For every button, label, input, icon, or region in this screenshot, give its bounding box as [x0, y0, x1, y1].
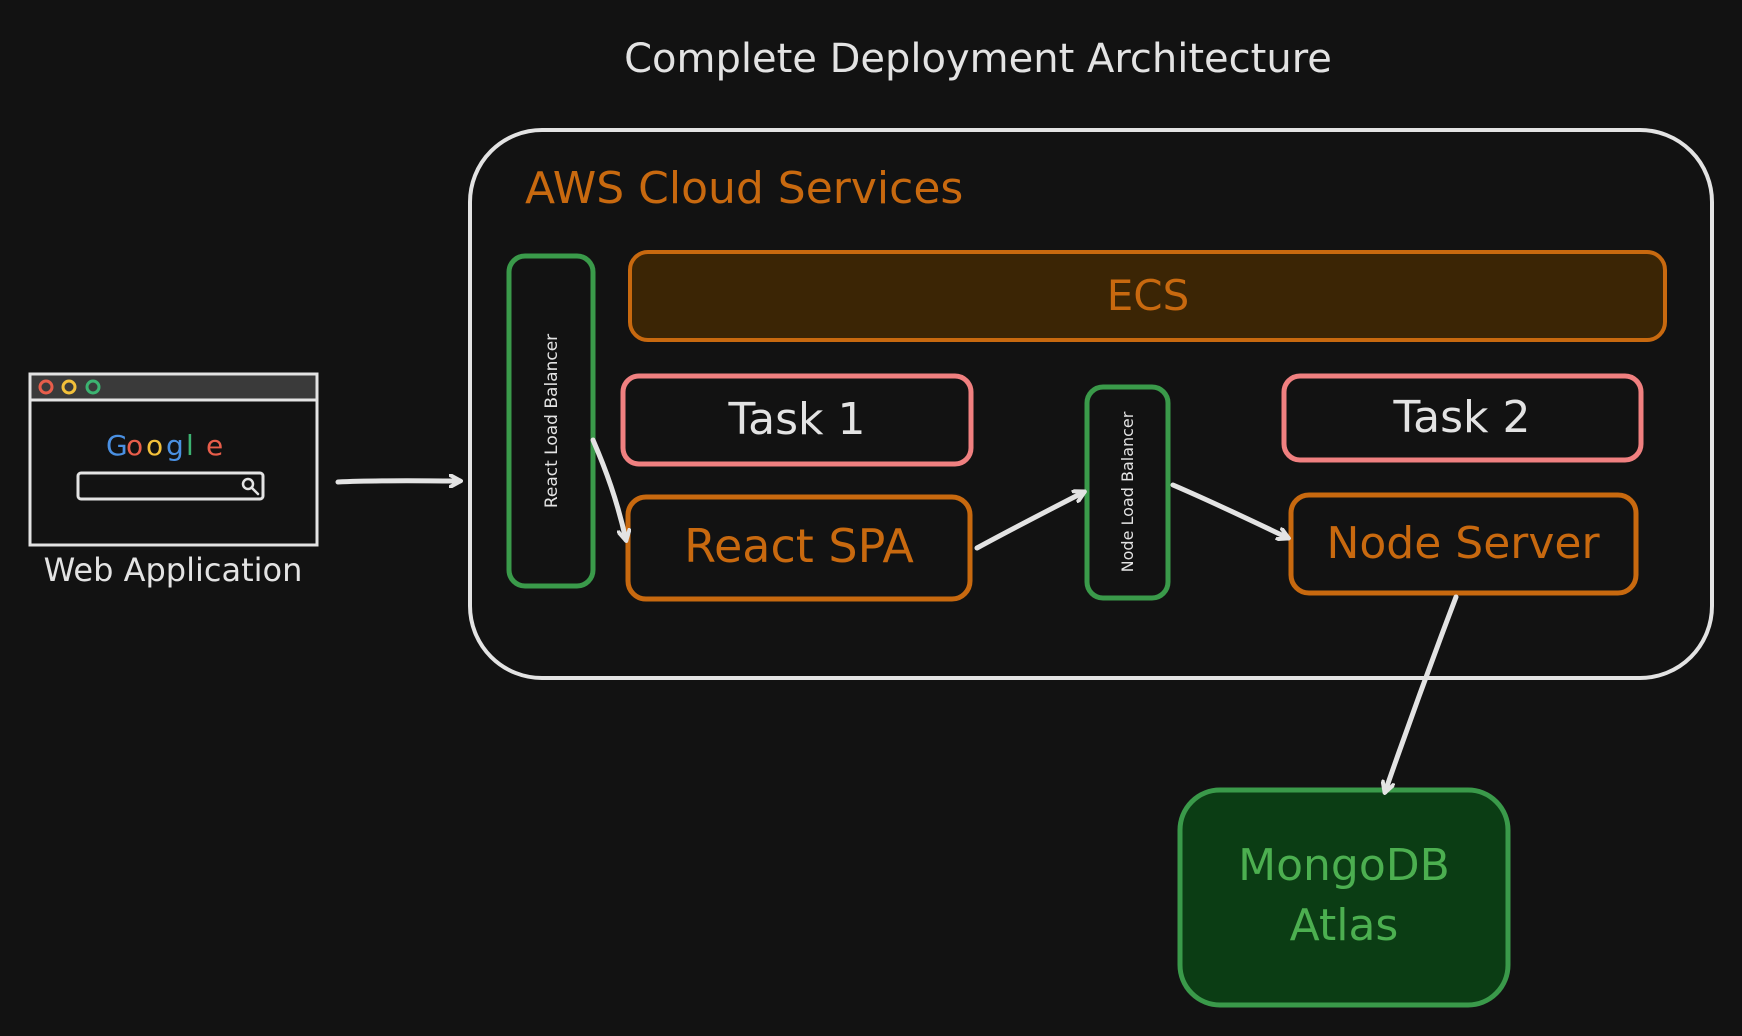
task-2-box — [1281, 373, 1644, 463]
ecs-box — [628, 250, 1667, 342]
mongodb-atlas-box — [1177, 787, 1511, 1008]
browser-close-dot — [38, 379, 54, 395]
google-logo-letter: g — [166, 429, 184, 462]
google-logo-letter: G — [106, 429, 128, 462]
aws-cloud-title: AWS Cloud Services — [525, 163, 963, 214]
google-logo-letter: e — [206, 429, 223, 462]
node-load-balancer-label: Node Load Balancer — [1118, 411, 1137, 572]
node-load-balancer-box — [1084, 384, 1171, 601]
task-1-label: Task 1 — [728, 394, 866, 445]
browser-minimize-dot — [61, 379, 77, 395]
aws-cloud-border — [468, 128, 1714, 680]
ecs-node: ECS — [628, 250, 1667, 342]
task-2-label: Task 2 — [1393, 392, 1531, 443]
diagram-title: Complete Deployment Architecture — [624, 36, 1332, 82]
web-application-label: Web Application — [44, 551, 303, 589]
ecs-label: ECS — [1107, 271, 1190, 320]
google-logo-letter: l — [186, 429, 194, 462]
node-server-label: Node Server — [1326, 518, 1600, 569]
task-1-box — [620, 373, 974, 467]
arrow-web-to-aws — [335, 481, 460, 482]
node-server-box — [1288, 492, 1639, 596]
arrow-node-server-to-mongodb — [1385, 594, 1459, 792]
search-icon — [241, 477, 260, 496]
task-2-node: Task 2 — [1281, 373, 1644, 463]
react-spa-box — [625, 494, 973, 602]
google-logo-letter: o — [126, 429, 143, 462]
node-load-balancer-node: Node Load Balancer — [1084, 384, 1171, 601]
react-spa-label: React SPA — [684, 519, 914, 573]
task-1-node: Task 1 — [620, 373, 974, 467]
react-load-balancer-node: React Load Balancer — [506, 253, 596, 589]
node-server-node: Node Server — [1288, 492, 1639, 596]
browser-title-bar — [28, 372, 319, 402]
browser-search-box — [76, 471, 265, 501]
arrow-react-lb-to-react-spa — [590, 437, 626, 540]
arrow-react-spa-to-node-lb — [974, 492, 1084, 551]
mongodb-atlas-line2: Atlas — [1290, 900, 1399, 951]
arrow-node-lb-to-node-server — [1170, 482, 1288, 538]
mongodb-atlas-line1: MongoDB — [1238, 840, 1450, 891]
react-spa-node: React SPA — [625, 494, 973, 602]
aws-cloud-container: AWS Cloud Services — [468, 128, 1714, 680]
mongodb-atlas-node: MongoDB Atlas — [1177, 787, 1511, 1008]
browser-maximize-dot — [85, 379, 101, 395]
react-load-balancer-label: React Load Balancer — [542, 334, 562, 508]
google-logo-letter: o — [146, 429, 163, 462]
react-load-balancer-box — [506, 253, 596, 589]
